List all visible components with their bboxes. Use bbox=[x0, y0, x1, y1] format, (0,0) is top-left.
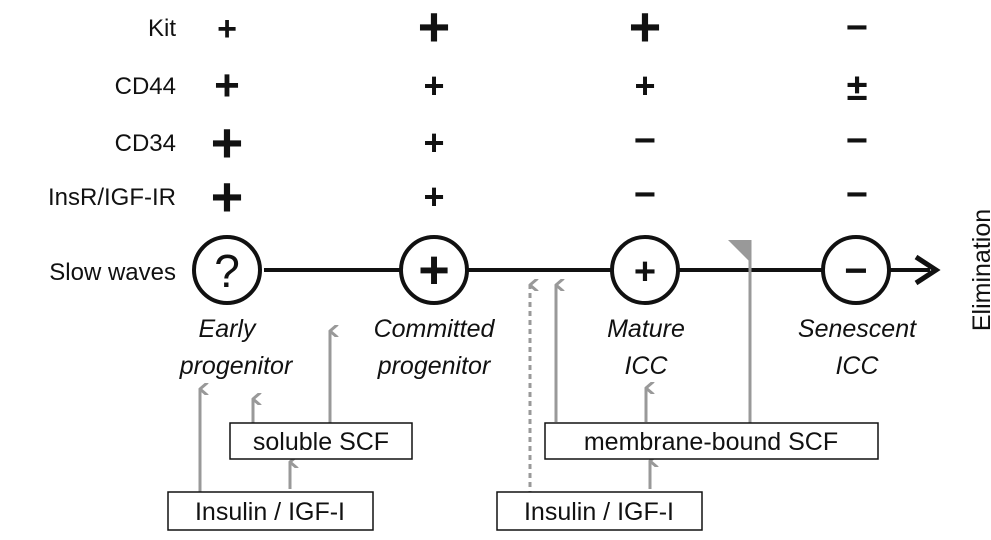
cd44-early-mark: + bbox=[214, 61, 240, 110]
stage-circle-early bbox=[192, 235, 262, 305]
cd34-senescent-mark: − bbox=[846, 120, 868, 162]
row-label-insr: InsR/IGF-IR bbox=[48, 184, 176, 211]
kit-mature-mark: + bbox=[629, 0, 662, 58]
membrane-scf-label: membrane-bound SCF bbox=[584, 428, 838, 456]
cd34-early-mark: + bbox=[211, 111, 244, 174]
elimination-label: Elimination bbox=[968, 209, 991, 331]
stage-senescent-line2: ICC bbox=[835, 352, 879, 380]
stage-circle-committed bbox=[399, 235, 469, 305]
kit-senescent-mark: − bbox=[846, 7, 868, 49]
inhibition-flag-icon bbox=[728, 240, 750, 262]
stage-circle-mature bbox=[610, 235, 680, 305]
slow-wave-mature-symbol: + bbox=[634, 251, 656, 293]
slow-wave-senescent-symbol: − bbox=[844, 249, 867, 293]
stage-committed-line1: Committed bbox=[374, 315, 496, 343]
cd34-mature-mark: − bbox=[634, 120, 656, 162]
row-label-kit: Kit bbox=[148, 15, 176, 42]
stage-mature-line2: ICC bbox=[624, 352, 668, 380]
kit-committed-mark: + bbox=[418, 0, 451, 58]
kit-early-mark: + bbox=[217, 10, 237, 48]
row-label-cd34: CD34 bbox=[115, 130, 176, 157]
insulin-igf-label-left: Insulin / IGF-I bbox=[195, 498, 345, 526]
regulatory-arrows bbox=[198, 240, 752, 496]
slow-wave-committed-symbol: + bbox=[418, 240, 450, 300]
insr-early-mark: + bbox=[211, 165, 244, 228]
insulin-igf-label-right: Insulin / IGF-I bbox=[524, 498, 674, 526]
cd44-senescent-mark: ± bbox=[847, 67, 868, 109]
cd44-committed-mark: + bbox=[423, 65, 444, 106]
stage-committed-line2: progenitor bbox=[377, 352, 492, 380]
cd34-committed-mark: + bbox=[423, 122, 444, 163]
soluble-scf-label: soluble SCF bbox=[253, 428, 389, 456]
slow-wave-early-symbol: ? bbox=[214, 245, 240, 297]
insr-committed-mark: + bbox=[423, 176, 444, 217]
stage-mature-line1: Mature bbox=[607, 315, 685, 343]
cd44-mature-mark: + bbox=[634, 65, 655, 106]
insr-senescent-mark: − bbox=[846, 174, 868, 216]
soluble-scf-box bbox=[229, 422, 413, 460]
row-label-slow-waves: Slow waves bbox=[49, 259, 176, 286]
stage-senescent-line1: Senescent bbox=[798, 315, 917, 343]
membrane-scf-box bbox=[544, 422, 879, 460]
insr-mature-mark: − bbox=[634, 174, 656, 216]
insulin-igf-box-left bbox=[167, 491, 374, 531]
row-label-cd44: CD44 bbox=[115, 73, 176, 100]
stage-early-line2: progenitor bbox=[179, 352, 294, 380]
timeline-arrowhead-icon bbox=[914, 254, 941, 286]
stage-circle-senescent bbox=[821, 235, 891, 305]
stage-early-line1: Early bbox=[199, 315, 257, 343]
insulin-igf-box-right bbox=[496, 491, 703, 531]
